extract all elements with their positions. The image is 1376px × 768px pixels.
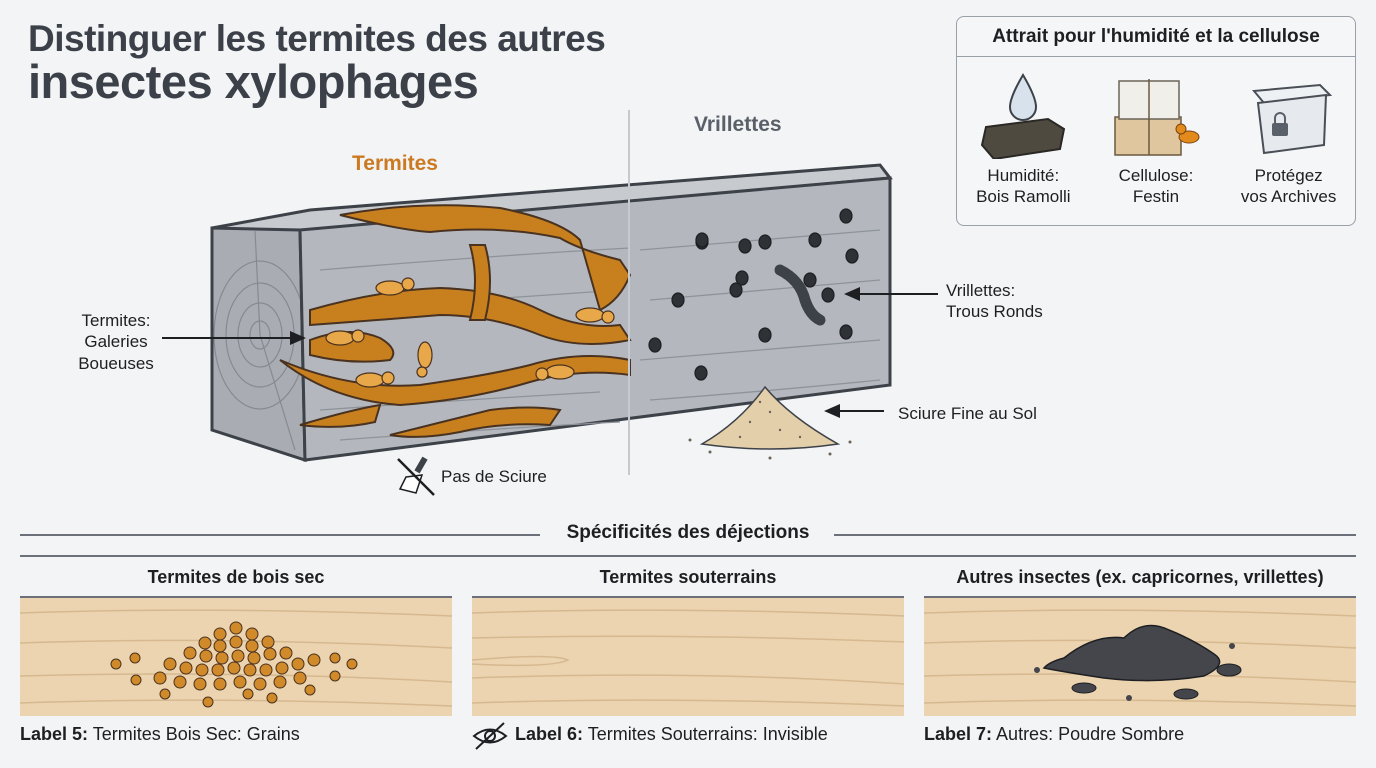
termites-heading: Termites: [352, 152, 438, 175]
arrow-left-icon: [844, 287, 938, 301]
comparison-divider: [628, 110, 630, 475]
info-item-humidity-line2: Bois Ramolli: [976, 187, 1071, 207]
info-item-archives-line2: vos Archives: [1240, 187, 1337, 207]
panel-dry-wood: [20, 596, 452, 716]
caption-dry-wood: Label 5: Termites Bois Sec: Grains: [20, 724, 300, 745]
info-box-title: Attrait pour l'humidité et la cellulose: [957, 17, 1355, 57]
caption-text: Autres: Poudre Sombre: [996, 724, 1185, 744]
vrillettes-heading: Vrillettes: [694, 113, 782, 136]
info-box-humidity-cellulose: Attrait pour l'humidité et la cellulose …: [956, 16, 1356, 226]
caption-text: Termites Bois Sec: Grains: [92, 724, 300, 744]
paper-box-termite-icon: [1114, 79, 1200, 156]
wet-wood-drop-icon: [981, 73, 1066, 159]
caption-text: Termites Souterrains: Invisible: [587, 724, 828, 744]
info-item-humidity-line1: Humidité:: [987, 166, 1060, 185]
dark-powder-illustration: [924, 609, 1356, 707]
no-broom-icon: [397, 456, 435, 496]
arrow-right-icon: [162, 331, 306, 345]
panel-subterranean: [472, 596, 904, 716]
sawdust-label: Sciure Fine au Sol: [898, 404, 1037, 423]
callout-galeries-line1: Termites:: [81, 311, 151, 330]
panel-title-dry-wood: Termites de bois sec: [147, 567, 325, 587]
eye-slash-icon: [472, 722, 508, 750]
panel-other-insects: [924, 596, 1356, 716]
section-rule-left: [20, 534, 540, 536]
callout-galeries-line3: Boueuses: [78, 353, 154, 373]
arrow-left-icon: [824, 404, 884, 418]
panel-title-other-insects: Autres insectes (ex. capricornes, vrille…: [956, 567, 1324, 587]
callout-holes-line1: Vrillettes:: [946, 281, 1016, 300]
droppings-section-title: Spécificités des déjections: [566, 522, 810, 543]
callout-galeries-line2: Galeries: [84, 332, 148, 352]
pellet-pile-illustration: [20, 609, 452, 708]
title-line-1: Distinguer les termites des autres: [28, 18, 606, 59]
panel-title-subterranean: Termites souterrains: [599, 567, 777, 587]
caption-prefix: Label 6:: [515, 724, 584, 744]
caption-prefix: Label 7:: [924, 724, 993, 744]
empty-wood-illustration: [472, 609, 904, 707]
callout-galeries: Termites: Galeries Boueuses: [72, 310, 160, 374]
wood-beam-illustration: [210, 163, 893, 463]
section-rule-bottom: [20, 555, 1356, 557]
info-item-cellulose-line2: Festin: [1132, 187, 1180, 207]
caption-subterranean: Label 6: Termites Souterrains: Invisible: [515, 724, 828, 745]
callout-trous-ronds: Vrillettes: Trous Ronds: [946, 280, 1043, 323]
caption-prefix: Label 5:: [20, 724, 89, 744]
info-item-cellulose-line1: Cellulose:: [1118, 166, 1194, 185]
no-sawdust-label: Pas de Sciure: [441, 467, 547, 486]
title-line-2: insectes xylophages: [28, 54, 479, 108]
caption-other-insects: Label 7: Autres: Poudre Sombre: [924, 724, 1184, 745]
info-item-archives-line1: Protégez: [1254, 166, 1323, 185]
sawdust-pile-illustration: [688, 385, 852, 460]
info-item-cellulose: Cellulose: Festin: [1091, 67, 1221, 208]
section-rule-right: [834, 534, 1356, 536]
info-item-archives: Protégez vos Archives: [1224, 67, 1354, 208]
page-title: Distinguer les termites des autres insec…: [28, 18, 606, 108]
locked-container-icon: [1251, 83, 1332, 155]
callout-holes-line2: Trous Ronds: [946, 302, 1043, 322]
info-item-humidity: Humidité: Bois Ramolli: [958, 67, 1088, 208]
